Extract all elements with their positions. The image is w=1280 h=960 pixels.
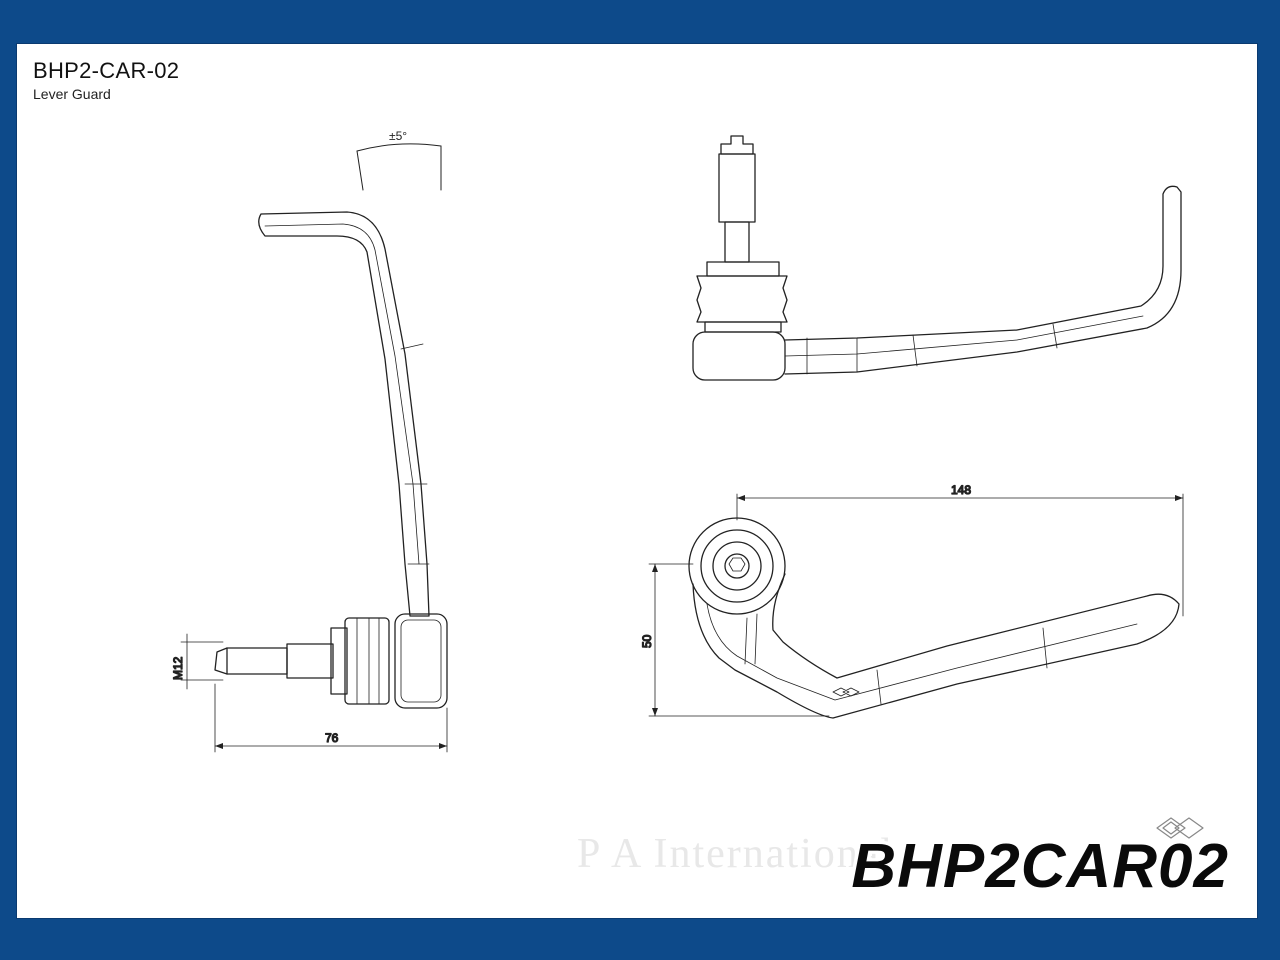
angle-arc <box>356 143 442 152</box>
height-50-label: 50 <box>640 634 654 648</box>
guard-arm-front <box>692 573 1180 719</box>
angle-ref-line-left <box>356 150 364 191</box>
side-view: ±5° <box>180 129 448 753</box>
bolt-head <box>720 135 754 155</box>
technical-drawing: ±5° <box>170 129 1204 839</box>
front-slot-line <box>754 613 758 665</box>
guard-section-line <box>400 343 424 350</box>
title-block: BHP2-CAR-02 Lever Guard <box>33 58 179 102</box>
part-name: Lever Guard <box>33 86 111 102</box>
watermark-text: P A International <box>577 831 895 877</box>
bolt-tip <box>214 647 228 675</box>
guard-arm-side <box>258 211 430 617</box>
logo-diamond-inner <box>1162 821 1180 835</box>
front-view <box>648 493 1184 719</box>
hex-socket <box>728 557 746 572</box>
top-view <box>692 135 1182 381</box>
guard-arm-front-contour <box>706 603 1138 701</box>
overlay-part-code: BHP2CAR02 <box>851 832 1229 901</box>
bolt-shank-top <box>724 221 750 263</box>
brand-logo <box>1156 817 1204 839</box>
bolt-shank <box>286 643 334 679</box>
guard-arm-top-contour <box>784 315 1144 357</box>
part-number: BHP2-CAR-02 <box>33 58 180 83</box>
clamp-inner <box>712 541 762 591</box>
brand-mark-small <box>832 687 860 697</box>
clamp-body-top <box>692 331 786 381</box>
length-76-label: 76 <box>325 731 339 745</box>
top-section-line <box>1052 323 1058 349</box>
drawing-sheet: BHP2-CAR-02 Lever Guard P A Internationa… <box>16 43 1258 919</box>
front-slot-line <box>744 617 748 665</box>
thread-label: M12 <box>171 656 185 680</box>
guard-arm-contour <box>264 223 420 565</box>
washer <box>330 627 348 695</box>
ring-base-top <box>704 321 782 333</box>
bolt-hex <box>724 553 750 579</box>
clamp-body-side <box>394 613 448 709</box>
bolt-thread-top <box>718 153 756 223</box>
front-section-line <box>1042 627 1048 669</box>
logo-diamond-right <box>1174 817 1204 839</box>
length-148-label: 148 <box>951 483 971 497</box>
bolt-thread <box>226 647 288 675</box>
logo-diamond-left <box>1156 817 1186 839</box>
spacer-ring <box>344 617 390 705</box>
washer-top <box>706 261 780 277</box>
clamp-body-inner <box>400 619 442 703</box>
front-section-line <box>876 669 882 705</box>
spacer-ring-top <box>696 275 788 323</box>
clamp-outer <box>688 517 786 615</box>
angle-label: ±5° <box>389 129 407 143</box>
guard-arm-top <box>784 185 1182 375</box>
top-section-line <box>912 334 918 367</box>
clamp-ring <box>700 529 774 603</box>
